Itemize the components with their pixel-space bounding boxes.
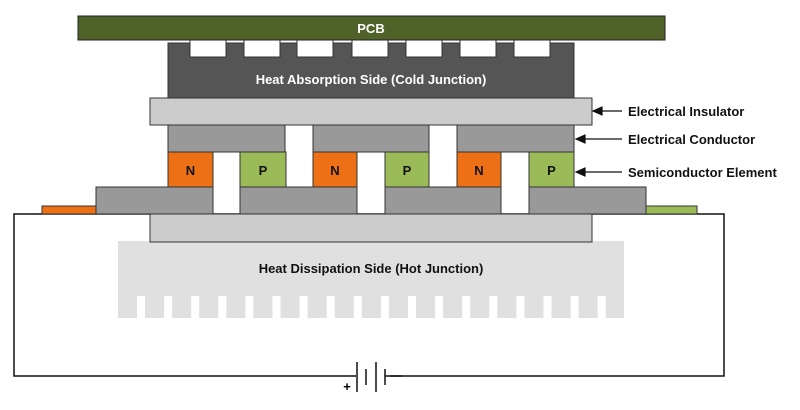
fin-gap: [137, 296, 145, 319]
fin-gap: [299, 296, 308, 319]
fin-gap: [543, 296, 552, 319]
cold-side-notch: [351, 39, 389, 58]
bottom-insulator: [149, 213, 593, 243]
arrow-left-icon: [574, 167, 586, 177]
element-type-label: P: [403, 163, 412, 178]
heatsink: [118, 241, 624, 318]
cold-side-notch: [513, 39, 551, 58]
fin-gap: [191, 296, 200, 319]
pcb-board: [77, 15, 666, 41]
fin-gap: [218, 296, 227, 319]
fin-gap: [353, 296, 362, 319]
cold-side-label: Heat Absorption Side (Cold Junction): [256, 72, 487, 87]
pcb-label: PCB: [357, 21, 384, 36]
cold-side-notch: [296, 39, 334, 58]
cold-side-notch: [189, 39, 227, 58]
element-type-label: P: [259, 163, 268, 178]
fin-gap: [489, 296, 498, 319]
p-type-element: P: [239, 151, 287, 188]
top-insulator: [149, 97, 593, 126]
fin-gap: [245, 296, 254, 319]
fin-gap: [326, 296, 335, 319]
element-type-label: N: [186, 163, 195, 178]
element-type-label: P: [547, 163, 556, 178]
wire-gap: [340, 368, 390, 382]
element-type-label: N: [474, 163, 483, 178]
bottom-conductors: [95, 186, 647, 215]
arrow-left-icon: [574, 134, 586, 144]
hot-side-label: Heat Dissipation Side (Hot Junction): [259, 261, 484, 276]
semiconductor-callout: Semiconductor Element: [628, 165, 777, 180]
top-conductors: [167, 124, 575, 153]
cold-side-notch: [405, 39, 443, 58]
fin-gap: [516, 296, 525, 319]
element-type-label: N: [330, 163, 339, 178]
cold-side-notches: [189, 39, 551, 58]
fin-gap: [597, 296, 606, 319]
n-type-element: N: [312, 151, 358, 188]
n-type-element: N: [456, 151, 502, 188]
fin-gap: [164, 296, 173, 319]
battery-plus-label: +: [343, 379, 351, 394]
p-type-element: P: [384, 151, 430, 188]
fin-gap: [408, 296, 416, 319]
cold-side-notch: [459, 39, 497, 58]
n-type-element: N: [167, 151, 214, 188]
heatsink-fin-gaps: [137, 296, 606, 319]
callout-arrows: [574, 106, 622, 177]
battery-icon: [340, 362, 402, 392]
insulator-callout: Electrical Insulator: [628, 104, 744, 119]
p-type-element: P: [528, 151, 575, 188]
arrow-left-icon: [591, 106, 603, 116]
cold-side-notch: [243, 39, 281, 58]
conductor-callout: Electrical Conductor: [628, 132, 755, 147]
fin-gap: [462, 296, 471, 319]
fin-gap: [435, 296, 444, 319]
fin-gap: [570, 296, 579, 319]
fin-gap: [272, 296, 281, 319]
fin-gap: [380, 296, 389, 319]
